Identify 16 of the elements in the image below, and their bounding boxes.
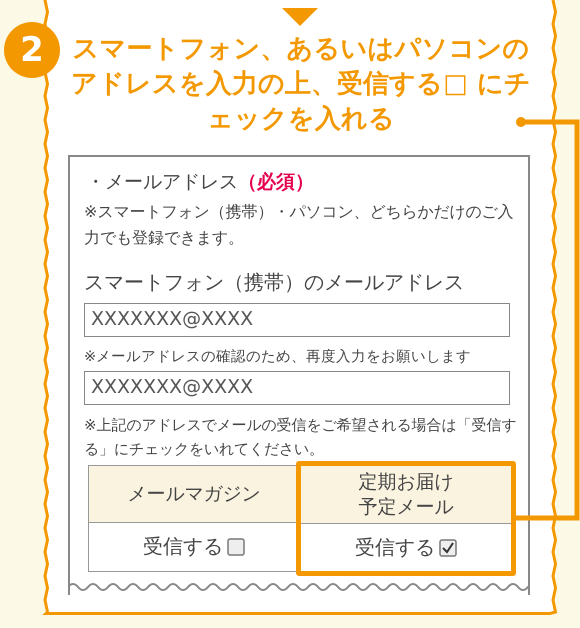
instruction-text: スマートフォン、あるいはパソコンのアドレスを入力の上、受信する□ にチェックを入れる	[66, 32, 536, 137]
required-mark: （必須）	[238, 171, 314, 193]
note-text: ※スマートフォン（携帯）・パソコン、どちらかだけのご入力でも登録できます。	[84, 201, 514, 249]
connector-line	[514, 117, 580, 520]
field-label: ・メールアドレス	[86, 171, 238, 193]
table-header: 定期お届け予定メール	[301, 466, 511, 524]
note-text: ※上記のアドレスでメールの受信をご希望される場合は「受信する」にチェックをいれてください。	[84, 415, 518, 460]
highlight-frame	[296, 461, 516, 576]
step-number-badge: 2	[4, 22, 60, 78]
input-field: XXXXXXX@XXXX	[84, 371, 510, 405]
note-text: ※メールアドレスの確認のため、再度入力をお願いします	[84, 348, 472, 366]
checkbox-label: 受信する	[355, 534, 435, 561]
form-card	[68, 155, 530, 595]
checkbox-label: 受信する	[143, 533, 223, 560]
input-field: XXXXXXX@XXXX	[84, 303, 510, 337]
field-label: スマートフォン（携帯）のメールアドレス	[84, 269, 465, 296]
